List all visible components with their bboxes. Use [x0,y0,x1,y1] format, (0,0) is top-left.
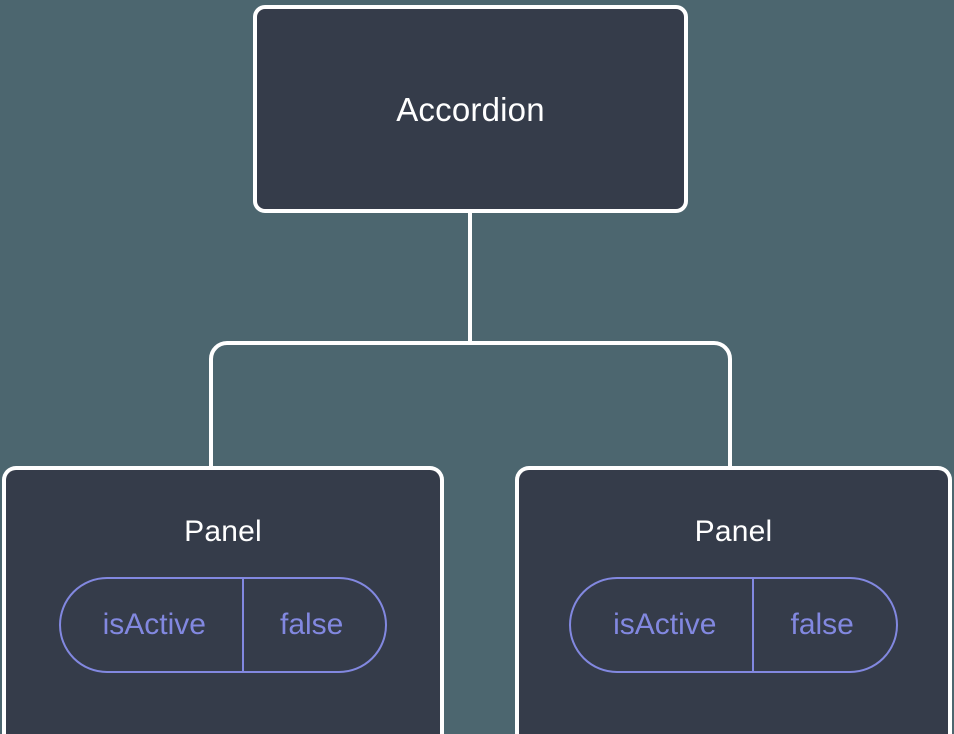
prop-key-label: isActive [102,608,206,641]
prop-badge-isactive-1[interactable]: isActive false [58,577,388,673]
prop-value-label: false [790,608,854,641]
connector-bracket-left [209,341,470,466]
prop-value-label: false [279,608,344,641]
connector-bracket-right [470,341,732,466]
node-accordion[interactable]: Accordion [253,5,688,213]
prop-key-label: isActive [613,608,717,641]
node-panel-2-label: Panel [694,515,773,548]
node-panel-1[interactable]: Panel isActive false [2,466,444,734]
prop-value-cell: false [754,579,895,671]
node-panel-1-label: Panel [184,515,262,548]
prop-value-cell: false [244,579,385,671]
prop-key-cell: isActive [61,579,244,671]
node-panel-2[interactable]: Panel isActive false [515,466,952,734]
node-accordion-label: Accordion [396,90,545,128]
prop-key-cell: isActive [571,579,755,671]
prop-badge-isactive-2[interactable]: isActive false [569,577,898,673]
